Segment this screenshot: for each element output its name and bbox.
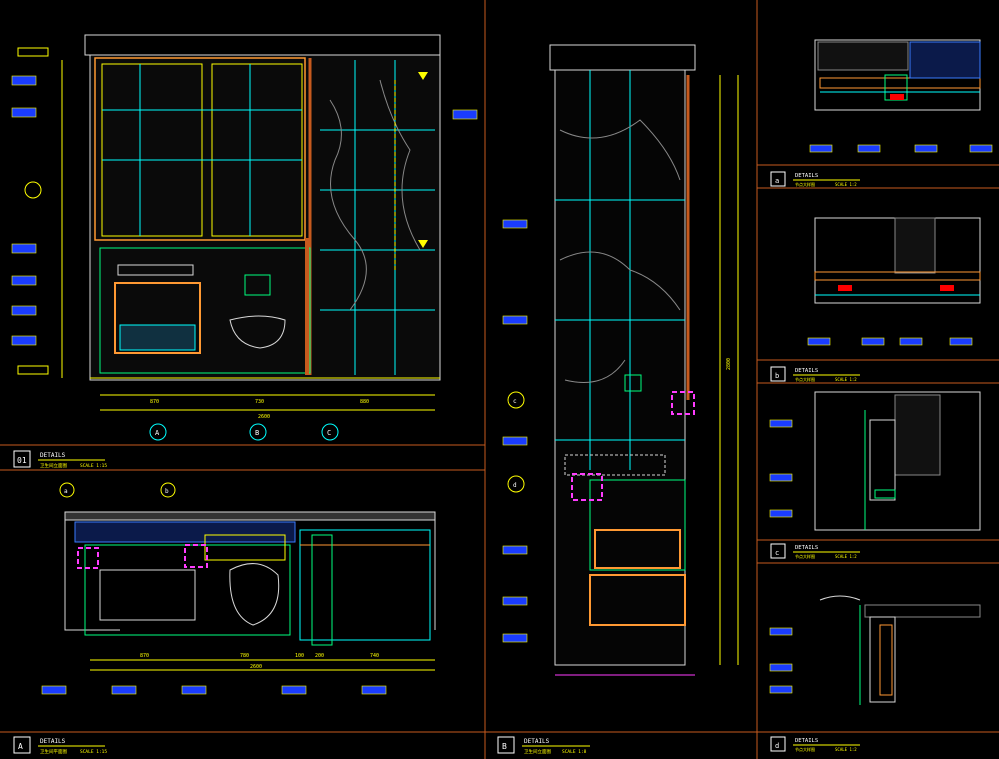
svg-text:卫生间立面图: 卫生间立面图 — [524, 748, 551, 755]
title-block-a: a DETAILS 节点大样图 SCALE 1:2 — [770, 171, 860, 187]
dim-p01-d3: 880 — [360, 399, 369, 405]
svg-text:B: B — [255, 429, 259, 437]
title-block-d: d DETAILS 节点大样图 SCALE 1:2 — [770, 736, 860, 752]
callout-d-elevB: d — [513, 482, 517, 489]
dim-pA-d1: 870 — [140, 653, 149, 659]
svg-text:d: d — [775, 742, 779, 750]
elevation-01: 870 730 880 2600 A B C — [11, 34, 478, 441]
svg-text:DETAILS: DETAILS — [40, 452, 66, 459]
dim-pA-d4: 200 — [315, 653, 324, 659]
title-block-b: b DETAILS 节点大样图 SCALE 1:2 — [770, 366, 860, 382]
dim-pA-d2: 780 — [240, 653, 249, 659]
svg-text:卫生间立面图: 卫生间立面图 — [40, 462, 67, 469]
dim-pB-total: 2800 — [726, 358, 732, 370]
dim-p01-d1: 870 — [150, 399, 159, 405]
svg-text:SCALE 1:15: SCALE 1:15 — [80, 749, 107, 755]
svg-text:节点大样图: 节点大样图 — [795, 553, 815, 559]
svg-text:C: C — [327, 429, 331, 437]
svg-text:SCALE 1:15: SCALE 1:15 — [80, 463, 107, 469]
title-block-A: A DETAILS 卫生间平面图 SCALE 1:15 — [13, 736, 107, 755]
svg-text:b: b — [775, 372, 779, 380]
svg-text:A: A — [155, 429, 160, 437]
svg-text:B: B — [502, 742, 507, 751]
svg-text:SCALE 1:2: SCALE 1:2 — [835, 554, 857, 559]
section-marker-a: A — [149, 423, 167, 441]
svg-text:c: c — [775, 549, 779, 557]
svg-text:SCALE 1:2: SCALE 1:2 — [835, 747, 857, 752]
dim-pA-total: 2600 — [250, 664, 262, 670]
svg-text:A: A — [18, 742, 23, 751]
dim-p01-d2: 730 — [255, 399, 264, 405]
svg-text:DETAILS: DETAILS — [795, 545, 818, 551]
detail-c — [769, 391, 981, 531]
callout-a-planA: a — [64, 488, 68, 495]
detail-a — [809, 39, 993, 153]
svg-text:DETAILS: DETAILS — [795, 173, 818, 179]
detail-d — [769, 595, 981, 705]
title-block-c: c DETAILS 节点大样图 SCALE 1:2 — [770, 543, 860, 559]
svg-text:SCALE 1:2: SCALE 1:2 — [835, 377, 857, 382]
plan-A: 870 780 100 200 740 2600 — [41, 482, 436, 695]
svg-text:SCALE 1:2: SCALE 1:2 — [835, 182, 857, 187]
dim-p01-total: 2600 — [258, 414, 270, 420]
section-marker-b: B — [249, 423, 267, 441]
elevation-B: 2800 — [502, 44, 739, 676]
svg-text:DETAILS: DETAILS — [40, 738, 66, 745]
svg-text:节点大样图: 节点大样图 — [795, 181, 815, 187]
svg-text:DETAILS: DETAILS — [795, 738, 818, 744]
svg-text:节点大样图: 节点大样图 — [795, 746, 815, 752]
svg-text:a: a — [775, 177, 779, 185]
svg-text:DETAILS: DETAILS — [795, 368, 818, 374]
callout-b-planA: b — [165, 488, 169, 495]
callout-c-elevB: c — [513, 398, 517, 405]
title-block-B: B DETAILS 卫生间立面图 SCALE 1:8 — [497, 736, 590, 755]
section-marker-c: C — [321, 423, 339, 441]
svg-text:DETAILS: DETAILS — [524, 738, 550, 745]
title-block-01: 01 DETAILS 卫生间立面图 SCALE 1:15 — [13, 450, 107, 469]
svg-text:卫生间平面图: 卫生间平面图 — [40, 748, 67, 755]
detail-b — [807, 217, 981, 346]
dim-pA-d5: 740 — [370, 653, 379, 659]
svg-text:SCALE 1:8: SCALE 1:8 — [562, 749, 587, 755]
dim-pA-d3: 100 — [295, 653, 304, 659]
svg-text:01: 01 — [17, 456, 27, 465]
svg-text:节点大样图: 节点大样图 — [795, 376, 815, 382]
